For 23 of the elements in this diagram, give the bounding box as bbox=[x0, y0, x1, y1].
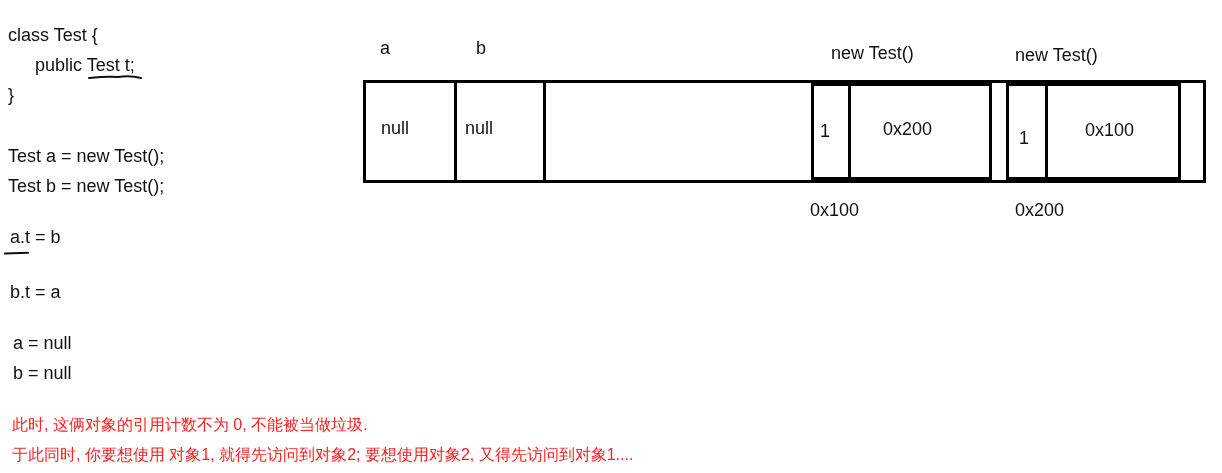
reference-count: 1 bbox=[1019, 127, 1029, 149]
null-value: null bbox=[381, 117, 410, 139]
null-value: null bbox=[465, 117, 494, 139]
reference-value: 0x200 bbox=[883, 118, 933, 140]
code-line: public Test t; bbox=[35, 54, 135, 76]
code-line: a = null bbox=[13, 332, 72, 354]
reference-value: 0x100 bbox=[1085, 119, 1135, 141]
note-text: 此时, 这俩对象的引用计数不为 0, 不能被当做垃圾. bbox=[12, 415, 368, 435]
code-line: a.t = b bbox=[10, 226, 61, 248]
code-line: b.t = a bbox=[10, 281, 61, 303]
object-label: new Test() bbox=[1015, 44, 1098, 66]
code-line: Test b = new Test(); bbox=[8, 175, 165, 197]
code-line: } bbox=[8, 84, 14, 106]
note-text: 于此同时, 你要想使用 对象1, 就得先访问到对象2; 要想使用对象2, 又得先访问到对象1.... bbox=[12, 445, 634, 465]
code-line: Test a = new Test(); bbox=[8, 145, 165, 167]
address-label: 0x100 bbox=[810, 199, 860, 221]
variable-name: a bbox=[380, 37, 390, 59]
variable-name: b bbox=[476, 37, 486, 59]
address-label: 0x200 bbox=[1015, 199, 1065, 221]
reference-count: 1 bbox=[820, 120, 830, 142]
object-label: new Test() bbox=[831, 42, 914, 64]
code-line: b = null bbox=[13, 362, 72, 384]
code-line: class Test { bbox=[8, 24, 98, 46]
